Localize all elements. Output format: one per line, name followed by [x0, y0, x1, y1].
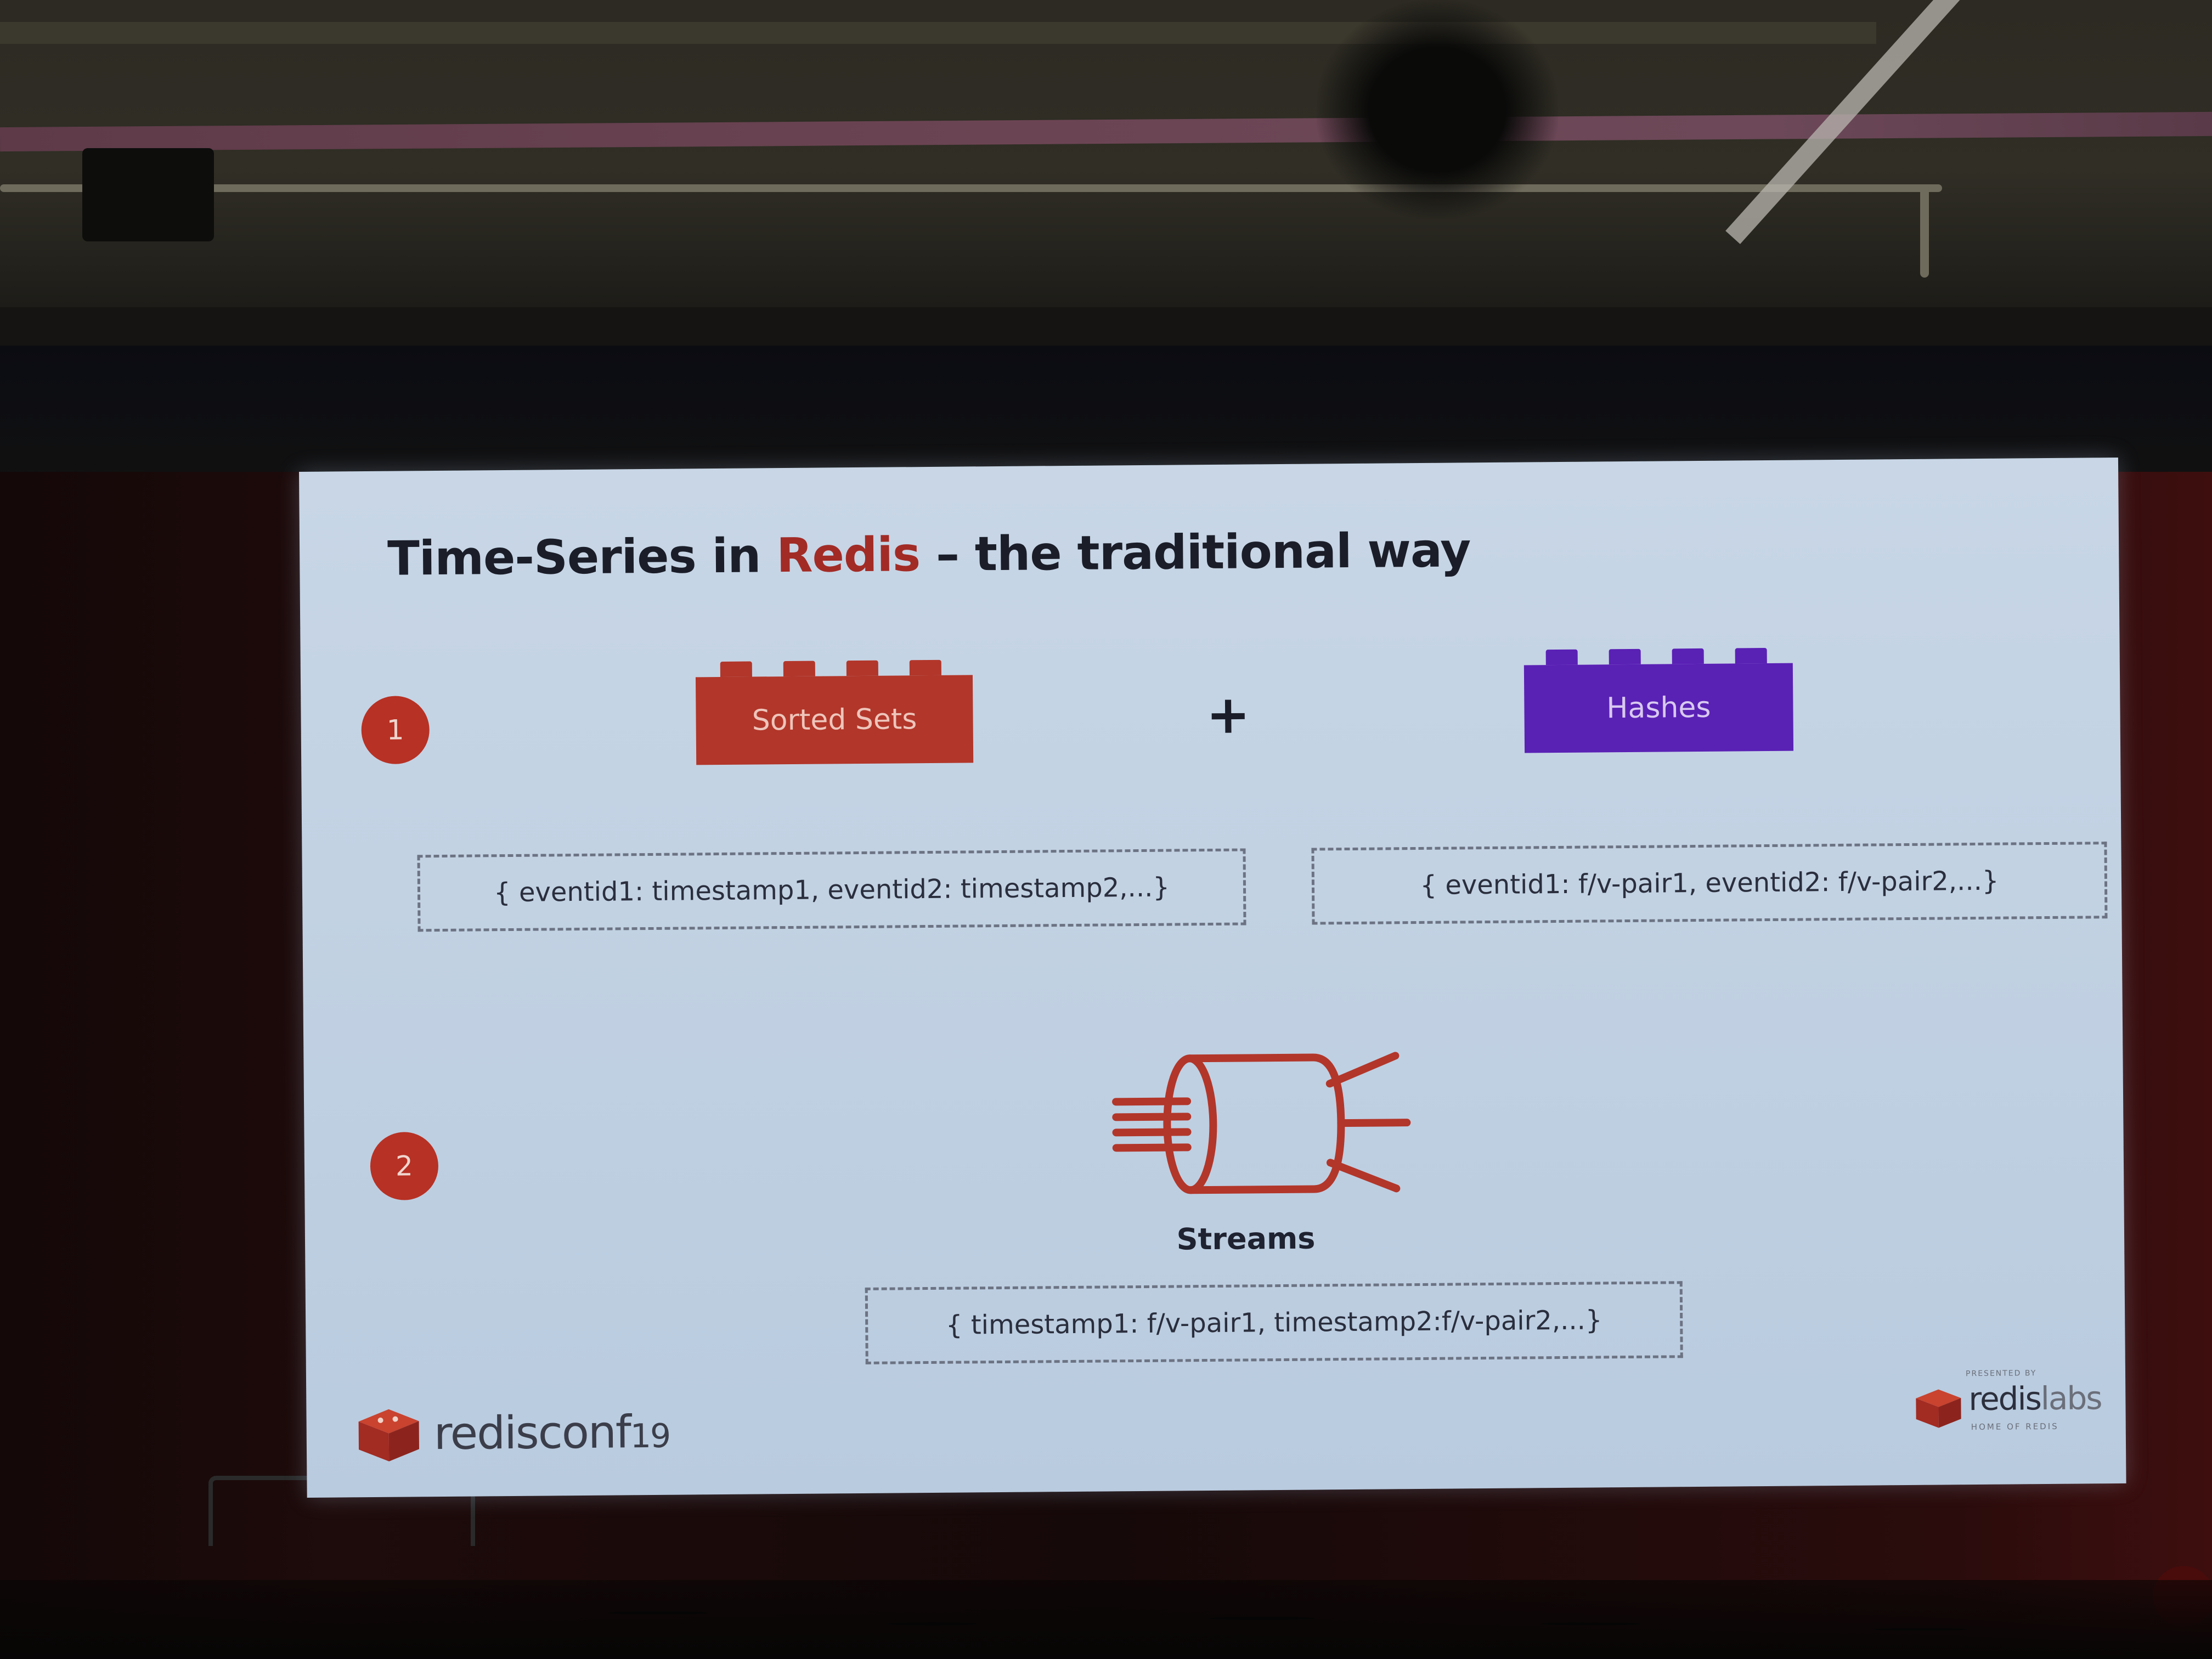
title-accent-redis: Redis — [776, 527, 921, 584]
brick-stud — [909, 659, 941, 676]
brick-stud — [1672, 648, 1704, 664]
redisconf-wordmark: redisconf19 — [433, 1406, 670, 1460]
plus-sign: + — [1206, 684, 1251, 746]
presented-by-label: PRESENTED BY — [1965, 1369, 2037, 1379]
streams-label: Streams — [1176, 1221, 1316, 1257]
brick-stud — [1609, 648, 1641, 665]
title-part2: – the traditional way — [919, 523, 1471, 583]
brick-stud — [1545, 649, 1578, 665]
audience-silhouettes — [0, 1580, 2212, 1659]
streams-example-box: { timestamp1: f/v-pair1, timestamp2:f/v-… — [865, 1281, 1683, 1364]
streams-icon — [1112, 1052, 1411, 1194]
section-2-badge: 2 — [370, 1132, 439, 1201]
ceiling — [0, 0, 2212, 307]
stage-light — [82, 148, 214, 241]
redislabs-tagline: HOME OF REDIS — [1971, 1421, 2059, 1432]
sorted-sets-example-box: { eventid1: timestamp1, eventid2: timest… — [417, 848, 1246, 932]
brick-stud — [846, 660, 878, 676]
redis-cube-icon — [358, 1409, 419, 1462]
section-1-badge: 1 — [361, 696, 430, 765]
stage-light-cluster — [1317, 0, 1558, 219]
brick-stud — [720, 661, 752, 677]
hashes-example-box: { eventid1: f/v-pair1, eventid2: f/v-pai… — [1311, 842, 2108, 925]
labs-light: labs — [2040, 1379, 2102, 1418]
slide-title: Time-Series in Redis – the traditional w… — [387, 523, 1471, 586]
redislabs-wordmark: redislabs — [1968, 1379, 2102, 1418]
redisconf-logo: redisconf19 — [356, 1402, 670, 1464]
conf-name: redisconf — [433, 1406, 631, 1460]
labs-bold: redis — [1968, 1380, 2041, 1418]
sorted-sets-label: Sorted Sets — [752, 703, 917, 737]
ceiling-pipe-vertical — [1920, 184, 1929, 278]
ceiling-pipe — [0, 184, 1942, 192]
redislabs-logo: PRESENTED BY redislabs HOME OF REDIS — [1914, 1368, 2102, 1447]
brick-stud — [783, 661, 815, 677]
brick-stud — [1735, 647, 1767, 664]
sorted-sets-brick: Sorted Sets — [695, 659, 974, 765]
hashes-brick: Hashes — [1523, 647, 1794, 753]
ceiling-truss — [0, 22, 1876, 44]
conf-year: 19 — [630, 1417, 670, 1455]
title-part1: Time-Series in — [387, 528, 777, 586]
hashes-label: Hashes — [1606, 691, 1711, 725]
projected-slide: Time-Series in Redis – the traditional w… — [299, 457, 2126, 1498]
redis-cube-icon — [1916, 1389, 1961, 1428]
